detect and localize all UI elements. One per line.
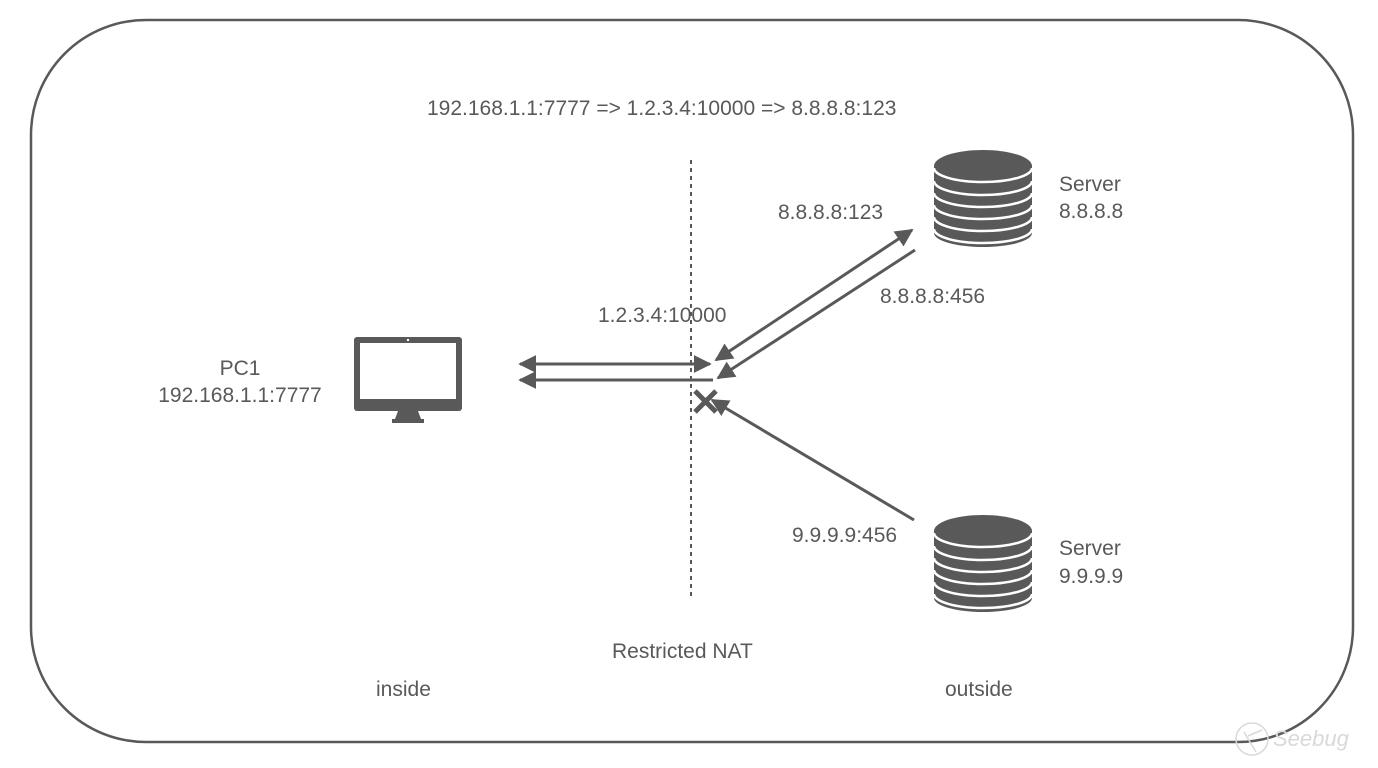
pc-name: PC1 — [219, 357, 261, 380]
watermark: Seebug — [1273, 726, 1349, 751]
arrow-nat-server1-bidirectional — [714, 228, 914, 362]
flow-title: 192.168.1.1:7777 => 1.2.3.4:10000 => 8.8… — [427, 97, 897, 120]
pc-address: 192.168.1.1:7777 — [158, 384, 322, 407]
arrow-server2-to-nat — [710, 398, 915, 522]
network-boundary — [29, 18, 1355, 744]
server2-name: Server — [1059, 537, 1121, 560]
server1-name: Server — [1059, 173, 1121, 196]
x-icon — [693, 389, 718, 414]
server1-port-456: 8.8.8.8:456 — [880, 285, 986, 308]
database-icon — [932, 150, 1034, 247]
server2-port-456: 9.9.9.9:456 — [792, 524, 898, 547]
seebug-logo-icon — [1235, 722, 1269, 756]
zone-outside-label: outside — [945, 678, 1013, 701]
server1-port-123: 8.8.8.8:123 — [778, 201, 884, 224]
nat-type-label: Restricted NAT — [612, 640, 753, 663]
zone-inside-label: inside — [376, 678, 431, 701]
nat-public-address: 1.2.3.4:10000 — [598, 304, 727, 327]
arrow-server1-to-nat — [716, 248, 916, 380]
monitor-icon — [354, 337, 462, 423]
database-icon — [932, 515, 1034, 612]
server1-ip: 8.8.8.8 — [1059, 200, 1124, 223]
server2-ip: 9.9.9.9 — [1059, 565, 1124, 588]
